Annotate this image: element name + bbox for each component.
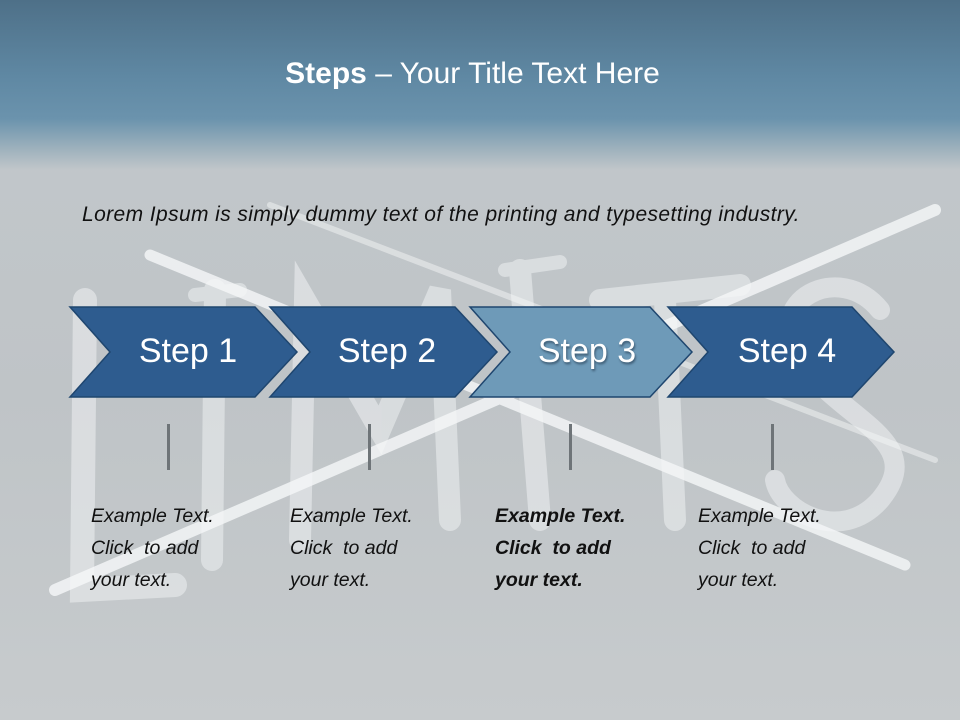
caption-line: Example Text. — [698, 505, 821, 527]
caption-line: Click to add — [495, 537, 611, 559]
caption-line: your text. — [495, 569, 583, 591]
step-4-arrow[interactable] — [666, 306, 896, 398]
caption-line: your text. — [698, 569, 779, 591]
step-4-caption[interactable]: Example Text. Click to add your text. — [698, 500, 868, 596]
caption-line: Example Text. — [91, 505, 214, 527]
step-3-connector — [569, 424, 572, 470]
caption-line: Example Text. — [290, 505, 413, 527]
step-2-arrow[interactable] — [268, 306, 499, 398]
title-bold-part: Steps — [285, 57, 367, 90]
caption-line: your text. — [290, 569, 371, 591]
step-3-arrow[interactable] — [468, 306, 694, 398]
caption-line: Example Text. — [495, 505, 626, 527]
step-1-caption[interactable]: Example Text. Click to add your text. — [91, 500, 261, 596]
step-2-connector — [368, 424, 371, 470]
step-4-label: Step 4 — [737, 332, 837, 370]
step-2-caption[interactable]: Example Text. Click to add your text. — [290, 500, 460, 596]
step-1-connector — [167, 424, 170, 470]
step-4-connector — [771, 424, 774, 470]
caption-line: your text. — [91, 569, 172, 591]
step-1-arrow[interactable] — [68, 306, 299, 398]
caption-line: Click to add — [91, 537, 199, 559]
step-1-label: Step 1 — [138, 332, 238, 370]
title-rest: – Your Title Text Here — [366, 57, 660, 90]
caption-line: Click to add — [290, 537, 398, 559]
slide-title[interactable]: Steps – Your Title Text Here — [0, 52, 945, 96]
caption-line: Click to add — [698, 537, 806, 559]
header-band — [0, 0, 960, 170]
intro-paragraph[interactable]: Lorem Ipsum is simply dummy text of the … — [82, 203, 800, 226]
step-3-caption[interactable]: Example Text. Click to add your text. — [495, 500, 665, 596]
step-3-label: Step 3 — [537, 332, 637, 370]
step-2-label: Step 2 — [337, 332, 437, 370]
